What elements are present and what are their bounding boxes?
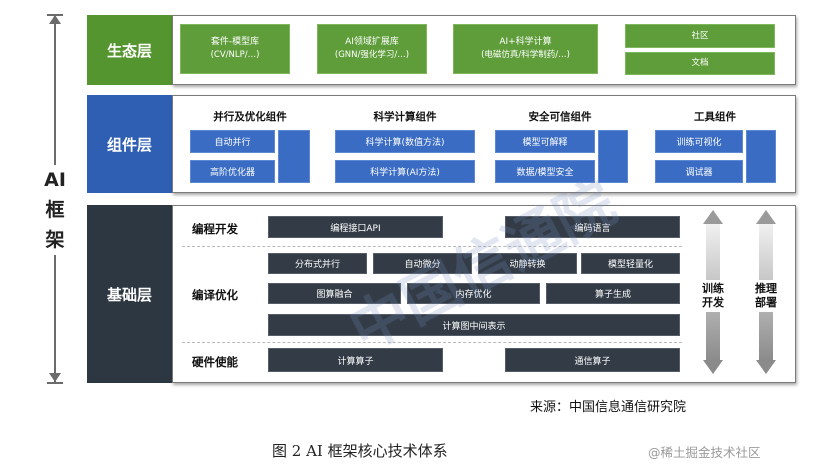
axis-down-arrow-icon [49, 373, 61, 382]
compile-item: 模型轻量化 [581, 253, 680, 274]
ecology-layer-label: 生态层 [87, 15, 172, 85]
component-side-bar [598, 130, 628, 183]
figure-caption: 图 2 AI 框架核心技术体系 [272, 442, 448, 460]
component-group-title: 工具组件 [694, 110, 736, 123]
compile-item: 自动微分 [373, 253, 472, 274]
hardware-title: 硬件使能 [192, 355, 238, 369]
component-item: 训练可视化 [655, 130, 743, 153]
component-item: 模型可解释 [495, 130, 595, 153]
eco-item-domain-extension: AI领域扩展库 (GNN/强化学习/…) [317, 24, 427, 74]
row-divider [182, 246, 682, 247]
compile-item: 图算融合 [268, 283, 401, 304]
eco-item-sub: (电磁仿真/科学制药/…) [481, 50, 570, 60]
component-side-bar [278, 130, 310, 183]
infer-deploy-label: 推理 部署 [750, 280, 782, 312]
component-item: 科学计算(AI方法) [335, 160, 475, 183]
programming-title: 编程开发 [192, 222, 238, 236]
component-item: 科学计算(数值方法) [335, 130, 475, 153]
axis-up-arrow-icon [49, 15, 61, 24]
component-item: 高阶优化器 [190, 160, 275, 183]
compile-item: 分布式并行 [268, 253, 367, 274]
component-item: 数据/模型安全 [495, 160, 595, 183]
programming-language-box: 编码语言 [505, 216, 680, 238]
hardware-compute-op: 计算算子 [268, 348, 443, 372]
component-item: 调试器 [655, 160, 743, 183]
axis-bottom-cap [47, 382, 63, 384]
eco-docs: 文档 [625, 52, 775, 75]
train-dev-label: 训练 开发 [697, 280, 729, 312]
infer-arrow-down-icon [756, 360, 776, 374]
train-arrow-down-icon [703, 360, 723, 374]
compile-item: 内存优化 [407, 283, 540, 304]
hardware-comm-op: 通信算子 [505, 348, 680, 372]
row-divider [182, 342, 682, 343]
eco-community: 社区 [625, 24, 775, 48]
compile-title: 编译优化 [192, 288, 238, 302]
component-item: 自动并行 [190, 130, 275, 153]
train-arrow-up-icon [703, 210, 723, 224]
component-group-title: 科学计算组件 [373, 110, 437, 123]
component-group-title: 安全可信组件 [528, 110, 592, 123]
base-layer-label: 基础层 [87, 205, 172, 383]
eco-item-title: 套件-模型库 [210, 37, 260, 47]
programming-api-box: 编程接口API [268, 216, 443, 238]
compile-item: 算子生成 [546, 283, 680, 304]
component-layer-label: 组件层 [87, 95, 172, 193]
component-group-title: 并行及优化组件 [213, 110, 287, 123]
ai-framework-label: AI 框 架 [40, 165, 70, 255]
eco-item-title: AI+科学计算 [499, 37, 552, 47]
compile-ir-box: 计算图中间表示 [268, 314, 680, 336]
eco-item-sub: (GNN/强化学习/…) [334, 50, 410, 60]
infer-arrow-up-icon [756, 210, 776, 224]
eco-item-ai-science: AI+科学计算 (电磁仿真/科学制药/…) [453, 24, 598, 74]
component-side-bar [746, 130, 776, 183]
eco-item-sub: (CV/NLP/…) [210, 50, 260, 60]
source-text: 来源：中国信息通信研究院 [530, 400, 687, 415]
eco-item-model-zoo: 套件-模型库 (CV/NLP/…) [180, 24, 290, 74]
eco-item-title: AI领域扩展库 [345, 37, 399, 47]
site-watermark: @稀土掘金技术社区 [648, 445, 761, 460]
compile-item: 动静转换 [478, 253, 577, 274]
